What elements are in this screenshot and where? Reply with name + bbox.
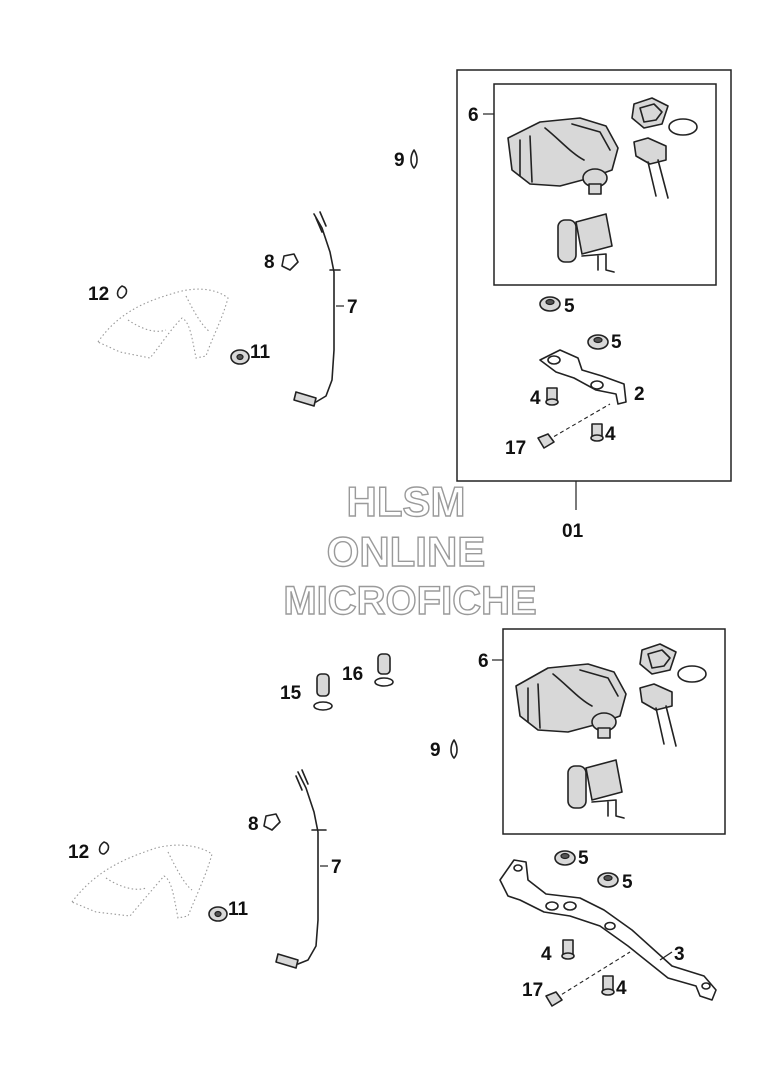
label-11-top: 11 [250, 342, 271, 363]
label-11-bottom: 11 [228, 899, 249, 920]
connector-bottom [567, 759, 625, 819]
switch-set-box-top [493, 83, 717, 286]
label-5b-top: 5 [611, 332, 622, 353]
label-17-bottom: 17 [522, 980, 543, 1001]
part-15: 15 [280, 673, 333, 711]
part-17-bottom: 17 [522, 951, 631, 1007]
label-9-top: 9 [394, 150, 405, 171]
part-8-top: 8 [264, 252, 299, 273]
part-5a-top: 5 [539, 296, 575, 317]
bottom-assembly: 6 15 [68, 628, 726, 1007]
watermark: HLSM ONLINE MICROFICHE [283, 477, 538, 623]
leader-3 [659, 951, 673, 961]
label-8-top: 8 [264, 252, 275, 273]
part-12-panel-top: 12 [88, 284, 229, 359]
label-2: 2 [634, 384, 645, 405]
label-6-top: 6 [468, 105, 479, 126]
label-7-top: 7 [347, 297, 358, 318]
watermark-line-2: ONLINE [327, 528, 486, 575]
part-3-bracket: 3 [499, 859, 717, 1001]
label-12-bottom: 12 [68, 842, 89, 863]
part-4a-top: 4 [530, 387, 559, 409]
part-4b-top: 4 [590, 423, 616, 445]
part-9-top: 9 [394, 149, 418, 171]
switch-housing-top [507, 117, 619, 195]
part-16: 16 [342, 653, 394, 687]
label-17-top: 17 [505, 438, 526, 459]
label-12-top: 12 [88, 284, 109, 305]
part-5a-bottom: 5 [554, 848, 589, 869]
label-16: 16 [342, 664, 363, 685]
part-12-panel-bottom: 12 [68, 841, 213, 919]
part-4a-bottom: 4 [541, 939, 575, 965]
part-11-bottom: 11 [208, 899, 249, 922]
label-4a-top: 4 [530, 388, 541, 409]
label-15: 15 [280, 683, 302, 704]
label-9-bottom: 9 [430, 740, 441, 761]
label-7-bottom: 7 [331, 857, 342, 878]
connector-top [557, 213, 615, 273]
part-7-cable-bottom: 7 [275, 769, 342, 969]
label-6-bottom: 6 [478, 651, 489, 672]
label-4a-bottom: 4 [541, 944, 552, 965]
part-9-bottom: 9 [430, 739, 458, 761]
watermark-line-1: HLSM [347, 478, 466, 525]
label-8-bottom: 8 [248, 814, 259, 835]
part-17-top: 17 [505, 403, 611, 459]
part-8-bottom: 8 [248, 813, 281, 835]
part-2-bracket: 2 [539, 349, 645, 405]
switch-cap-bottom [639, 643, 707, 683]
group-01-box [456, 69, 732, 482]
switch-cap-top [631, 97, 698, 136]
part-5b-top: 5 [587, 332, 622, 353]
top-assembly: 01 6 [88, 69, 732, 542]
label-3: 3 [674, 944, 685, 965]
part-5b-bottom: 5 [597, 872, 633, 893]
label-5b-bottom: 5 [622, 872, 633, 893]
label-4b-bottom: 4 [616, 978, 627, 999]
label-5a-bottom: 5 [578, 848, 589, 869]
switch-housing-bottom [515, 663, 627, 739]
switch-insert-top [633, 137, 669, 199]
switch-insert-bottom [639, 683, 677, 747]
switch-set-box-bottom [502, 628, 726, 835]
part-4b-bottom: 4 [601, 975, 627, 999]
part-7-cable-top: 7 [293, 211, 358, 407]
label-4b-top: 4 [605, 424, 616, 445]
watermark-line-3: MICROFICHE [283, 579, 536, 623]
label-5a-top: 5 [564, 296, 575, 317]
label-group-01: 01 [562, 521, 584, 542]
part-11-top: 11 [230, 342, 271, 365]
